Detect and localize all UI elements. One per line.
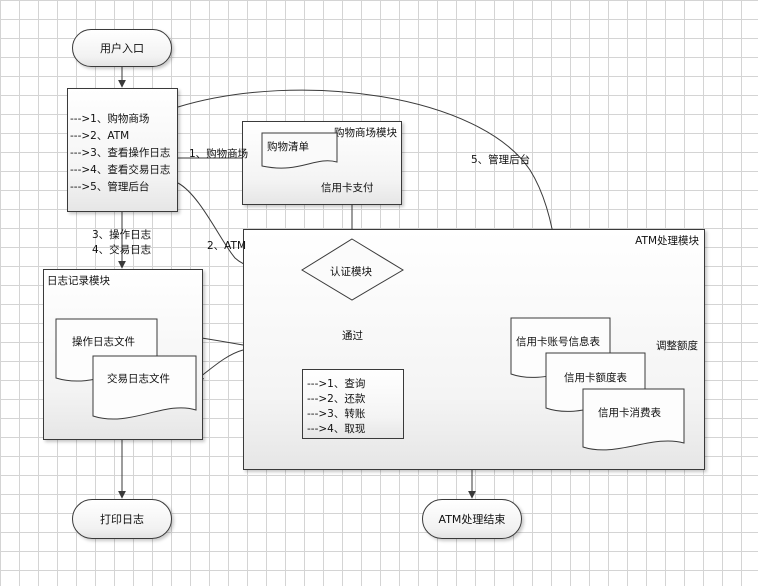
edge-label-operation-log: 3、操作日志: [92, 229, 152, 241]
atm-end-terminal: ATM处理结束: [422, 499, 522, 539]
menu-item-shopping: --->1、购物商场: [70, 113, 150, 125]
limit-table-label: 信用卡额度表: [564, 372, 627, 384]
shopping-list-label: 购物清单: [267, 141, 309, 153]
account-table-label: 信用卡账号信息表: [516, 336, 600, 348]
log-module: 日志记录模块: [43, 269, 203, 440]
shopping-module: 购物商场模块 信用卡支付: [242, 121, 402, 205]
atm-menu-transfer: --->3、转账: [307, 408, 366, 420]
atm-menu-withdraw: --->4、取现: [307, 423, 366, 435]
menu-item-atm: --->2、ATM: [70, 130, 130, 142]
log-module-title: 日志记录模块: [47, 275, 110, 287]
card-payment-label: 信用卡支付: [321, 182, 374, 194]
atm-end-label: ATM处理结束: [438, 513, 506, 526]
edge-label-shopping: 1、购物商场: [189, 148, 249, 160]
auth-label: 认证模块: [330, 266, 372, 278]
atm-menu-query: --->1、查询: [307, 378, 366, 390]
pass-label: 通过: [342, 330, 363, 342]
operation-log-file-label: 操作日志文件: [72, 336, 135, 348]
consume-table-label: 信用卡消费表: [598, 407, 661, 419]
print-log-label: 打印日志: [100, 513, 144, 526]
user-entry-terminal: 用户入口: [72, 29, 172, 67]
atm-module-title: ATM处理模块: [635, 235, 699, 247]
user-entry-label: 用户入口: [100, 42, 144, 55]
menu-item-admin: --->5、管理后台: [70, 181, 150, 193]
shopping-module-title: 购物商场模块: [334, 127, 397, 139]
edge-label-transaction-log: 4、交易日志: [92, 244, 152, 256]
main-menu-box: --->1、购物商场 --->2、ATM --->3、查看操作日志 --->4、…: [67, 88, 178, 212]
edge-atm-to-txlog: [195, 349, 244, 381]
transaction-log-file-label: 交易日志文件: [107, 373, 170, 385]
atm-menu-box: --->1、查询 --->2、还款 --->3、转账 --->4、取现: [302, 369, 404, 439]
edge-label-admin: 5、管理后台: [471, 154, 531, 166]
menu-item-transaction-log: --->4、查看交易日志: [70, 164, 171, 176]
adjust-limit-label: 调整额度: [656, 340, 698, 352]
edge-label-atm: 2、ATM: [207, 240, 247, 252]
print-log-terminal: 打印日志: [72, 499, 172, 539]
atm-menu-repay: --->2、还款: [307, 393, 366, 405]
menu-item-operation-log: --->3、查看操作日志: [70, 147, 171, 159]
